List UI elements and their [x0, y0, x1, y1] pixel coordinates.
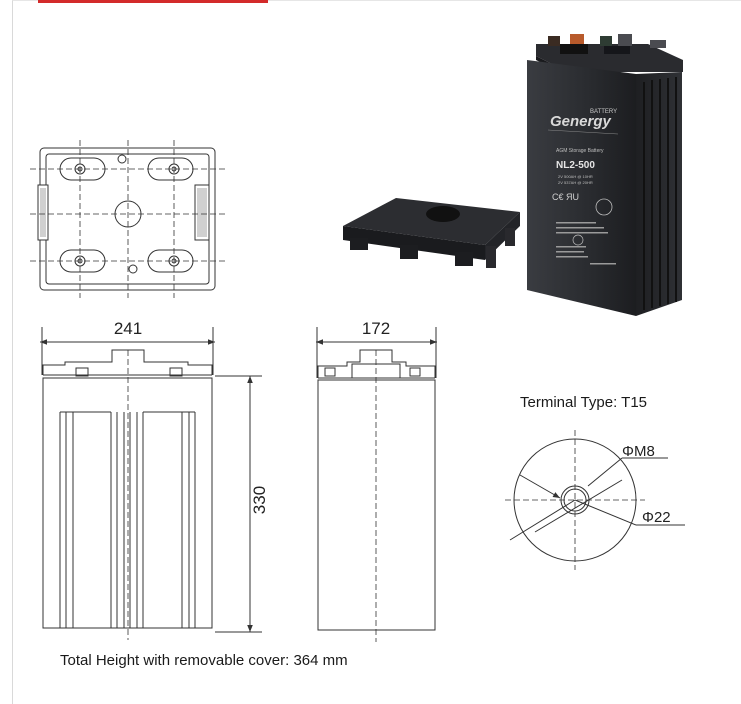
ce-mark-icon: C€ ЯU [552, 192, 579, 202]
battery-label-fineprint [556, 222, 616, 265]
terminal-inner-diameter-label: ΦM8 [622, 443, 655, 460]
battery-spec-2: 2V 537AH @ 20HR [558, 180, 593, 185]
recycle-badge-icon [595, 198, 613, 216]
content-frame [12, 0, 741, 704]
side-width-label: 172 [362, 319, 390, 338]
terminal-outer-diameter-label: Φ22 [642, 509, 671, 526]
terminal-type-label: Terminal Type: T15 [520, 394, 648, 411]
front-width-label: 241 [114, 319, 142, 338]
header-accent-bar [38, 0, 268, 3]
battery-brand-sup: BATTERY [590, 109, 617, 115]
battery-image: Genergy BATTERY AGM Storage Battery NL2-… [343, 34, 683, 316]
battery-model: NL2-500 [556, 160, 595, 171]
height-label: 330 [250, 486, 269, 514]
front-view [40, 327, 262, 640]
total-height-note: Total Height with removable cover: 364 m… [60, 652, 348, 669]
battery-brand: Genergy [550, 113, 612, 130]
battery-spec-1: 2V 500AH @ 10HR [558, 174, 593, 179]
terminal-detail [505, 430, 685, 570]
side-view [316, 327, 437, 642]
top-view [30, 140, 225, 298]
battery-subtitle: AGM Storage Battery [556, 148, 604, 154]
recycle-icon [572, 234, 584, 246]
